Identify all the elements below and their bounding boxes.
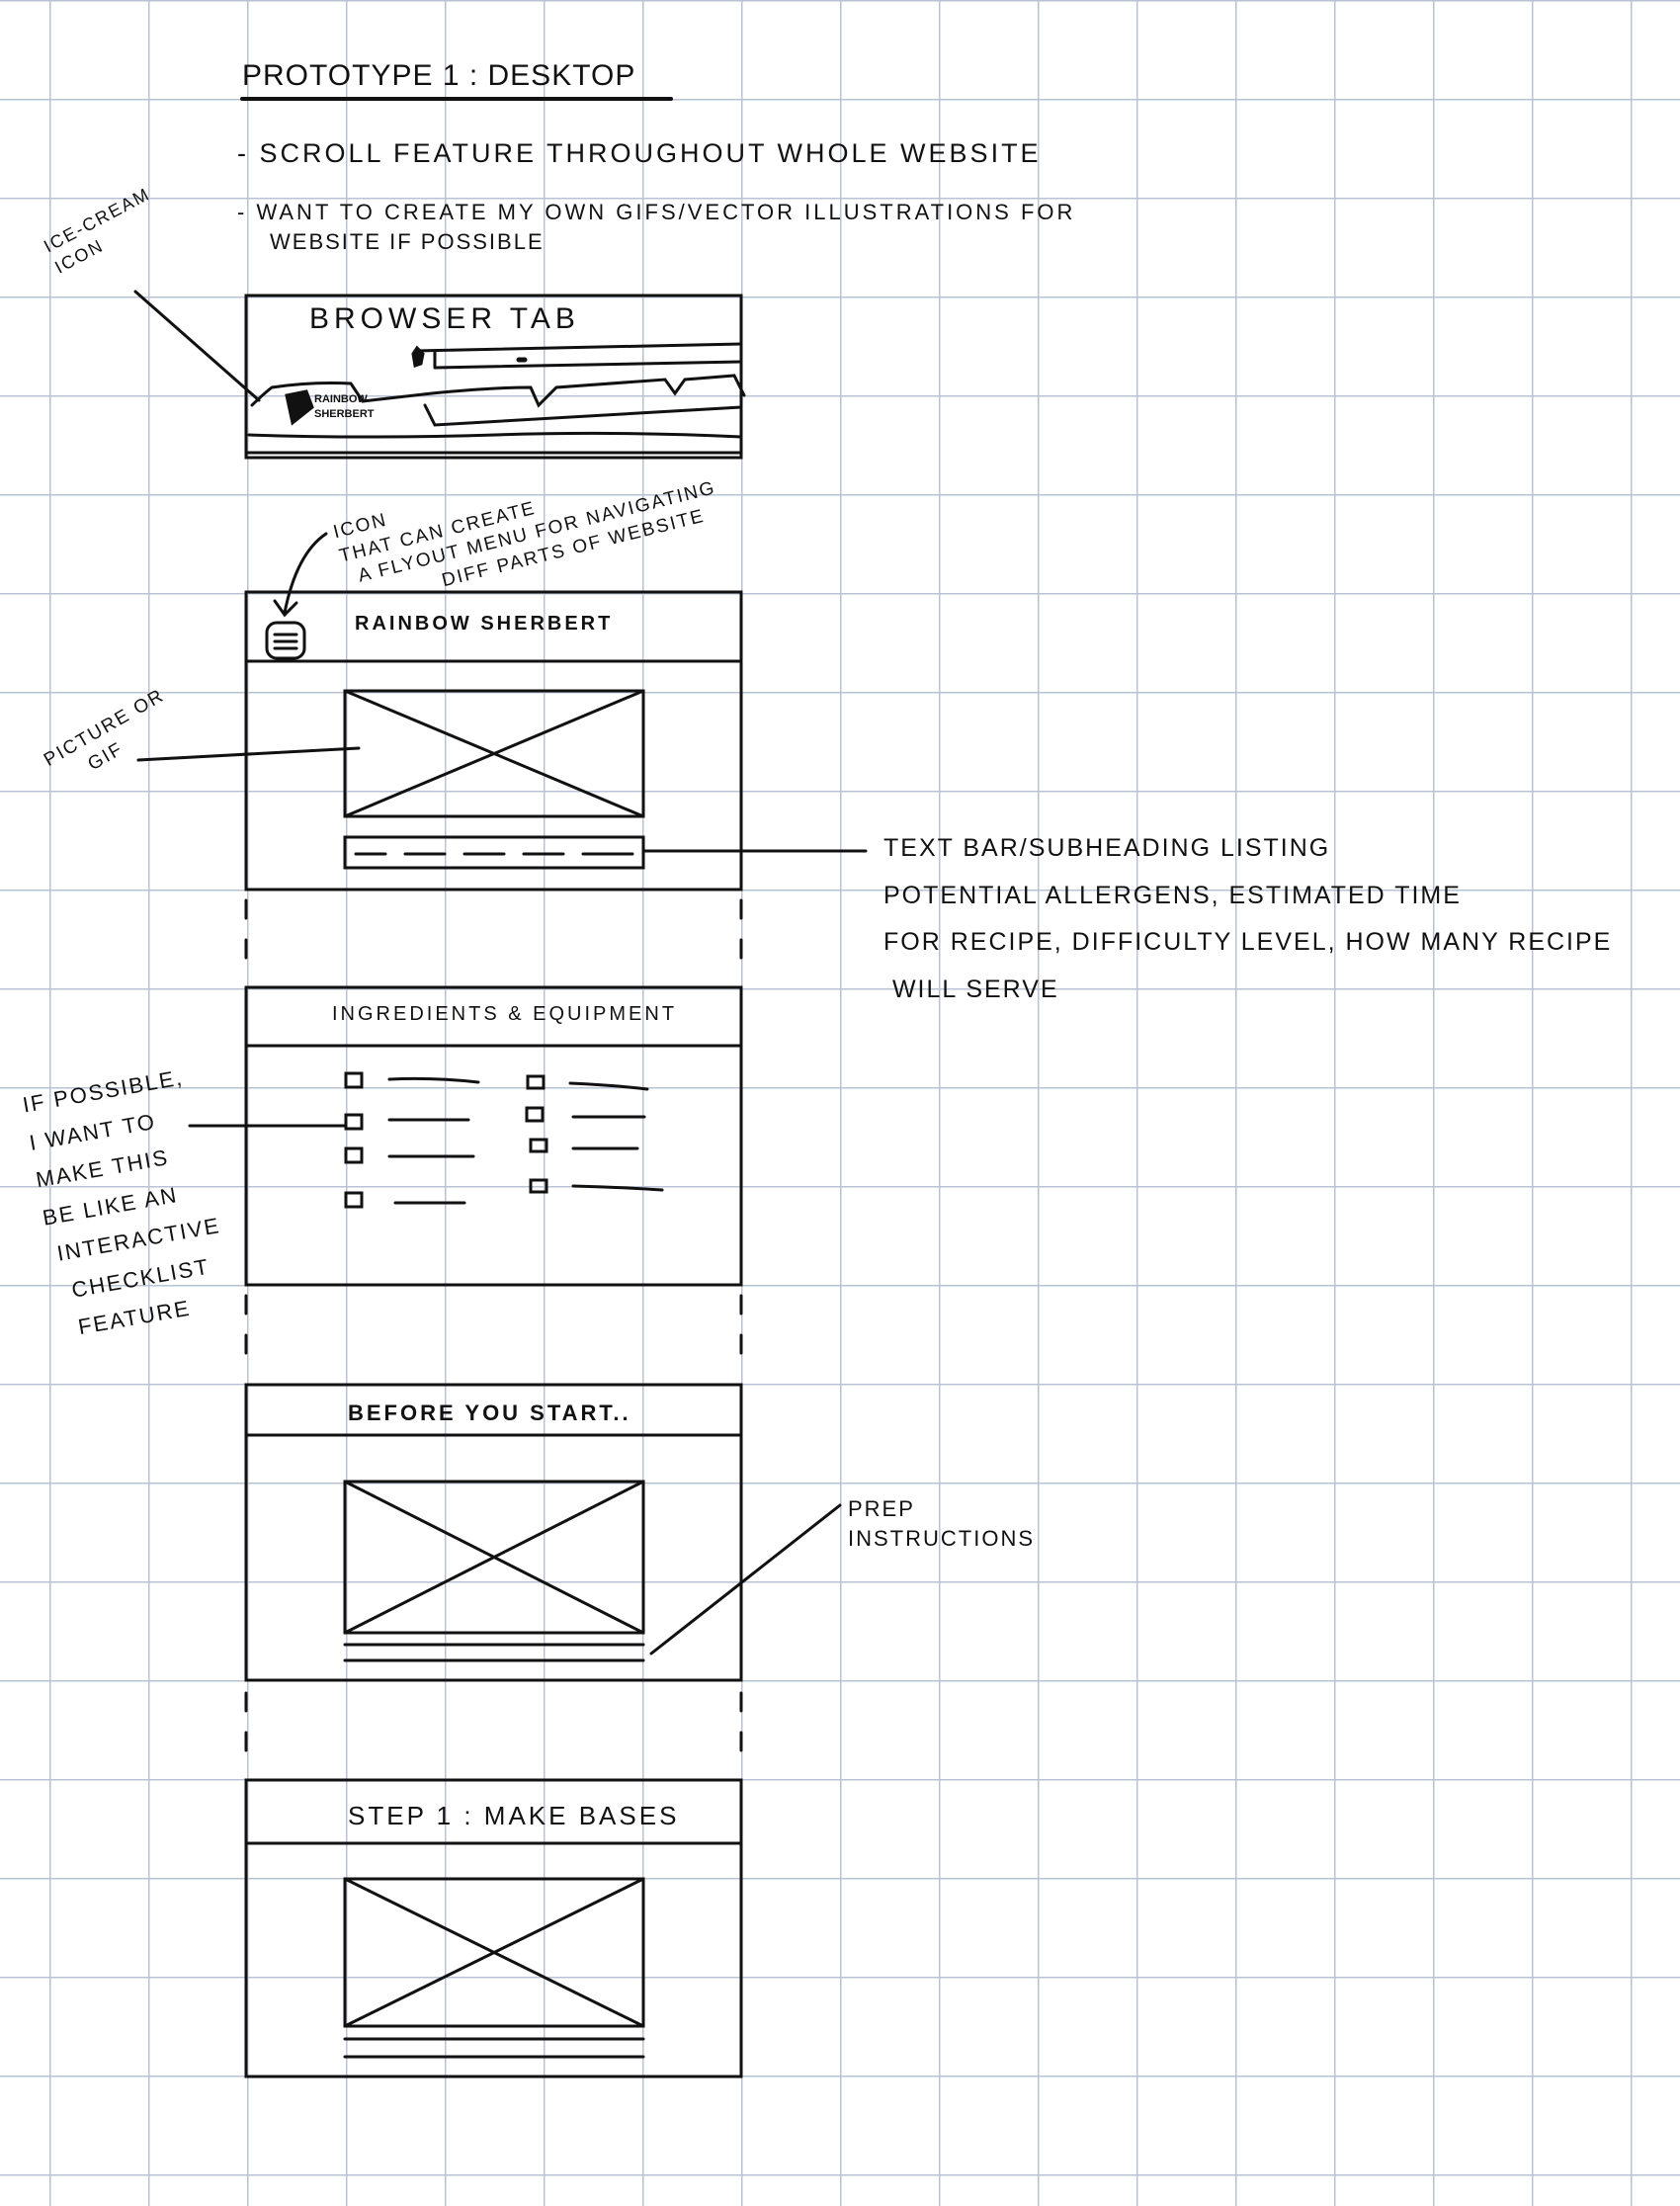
prep-section-sketch	[244, 1383, 743, 1682]
prep-pointer	[649, 1503, 842, 1655]
scroll-connectors	[244, 898, 743, 1768]
annotation-text-bar: Text bar/subheading listing potential al…	[883, 834, 1613, 1003]
step-heading: Step 1 : Make bases	[348, 1801, 680, 1830]
image-placeholder	[343, 689, 645, 818]
note-bullet-illustrations-cont: website if possible	[270, 229, 545, 254]
hero-section-sketch	[244, 590, 743, 891]
note-bullet-scroll: - Scroll feature throughout whole websit…	[237, 138, 1042, 168]
ice-cream-icon-pointer	[133, 290, 261, 402]
menu-icon	[265, 621, 306, 660]
tab-label-line2: Sherbert	[314, 408, 375, 420]
ingredients-heading: Ingredients & Equipment	[332, 1003, 678, 1025]
page-title: Prototype 1 : Desktop	[242, 59, 636, 92]
annotation-prep: Prep instructions	[848, 1496, 1035, 1551]
ingredients-section-sketch	[244, 985, 743, 1287]
note-bullet-illustrations: - Want to create my own gifs/vector illu…	[237, 200, 1076, 224]
tab-label-line1: Rainbow	[314, 393, 368, 405]
browser-tab-sketch	[244, 294, 746, 460]
picture-pointer	[136, 746, 361, 762]
step-section-sketch	[244, 1778, 743, 2079]
checklist-column-1	[344, 1071, 480, 1209]
checklist-column-2	[525, 1074, 664, 1194]
site-title: Rainbow Sherbert	[355, 613, 614, 635]
menu-icon-pointer	[273, 532, 328, 618]
browser-tab-label: Browser tab	[309, 302, 580, 335]
prep-heading: Before you start..	[348, 1400, 631, 1425]
